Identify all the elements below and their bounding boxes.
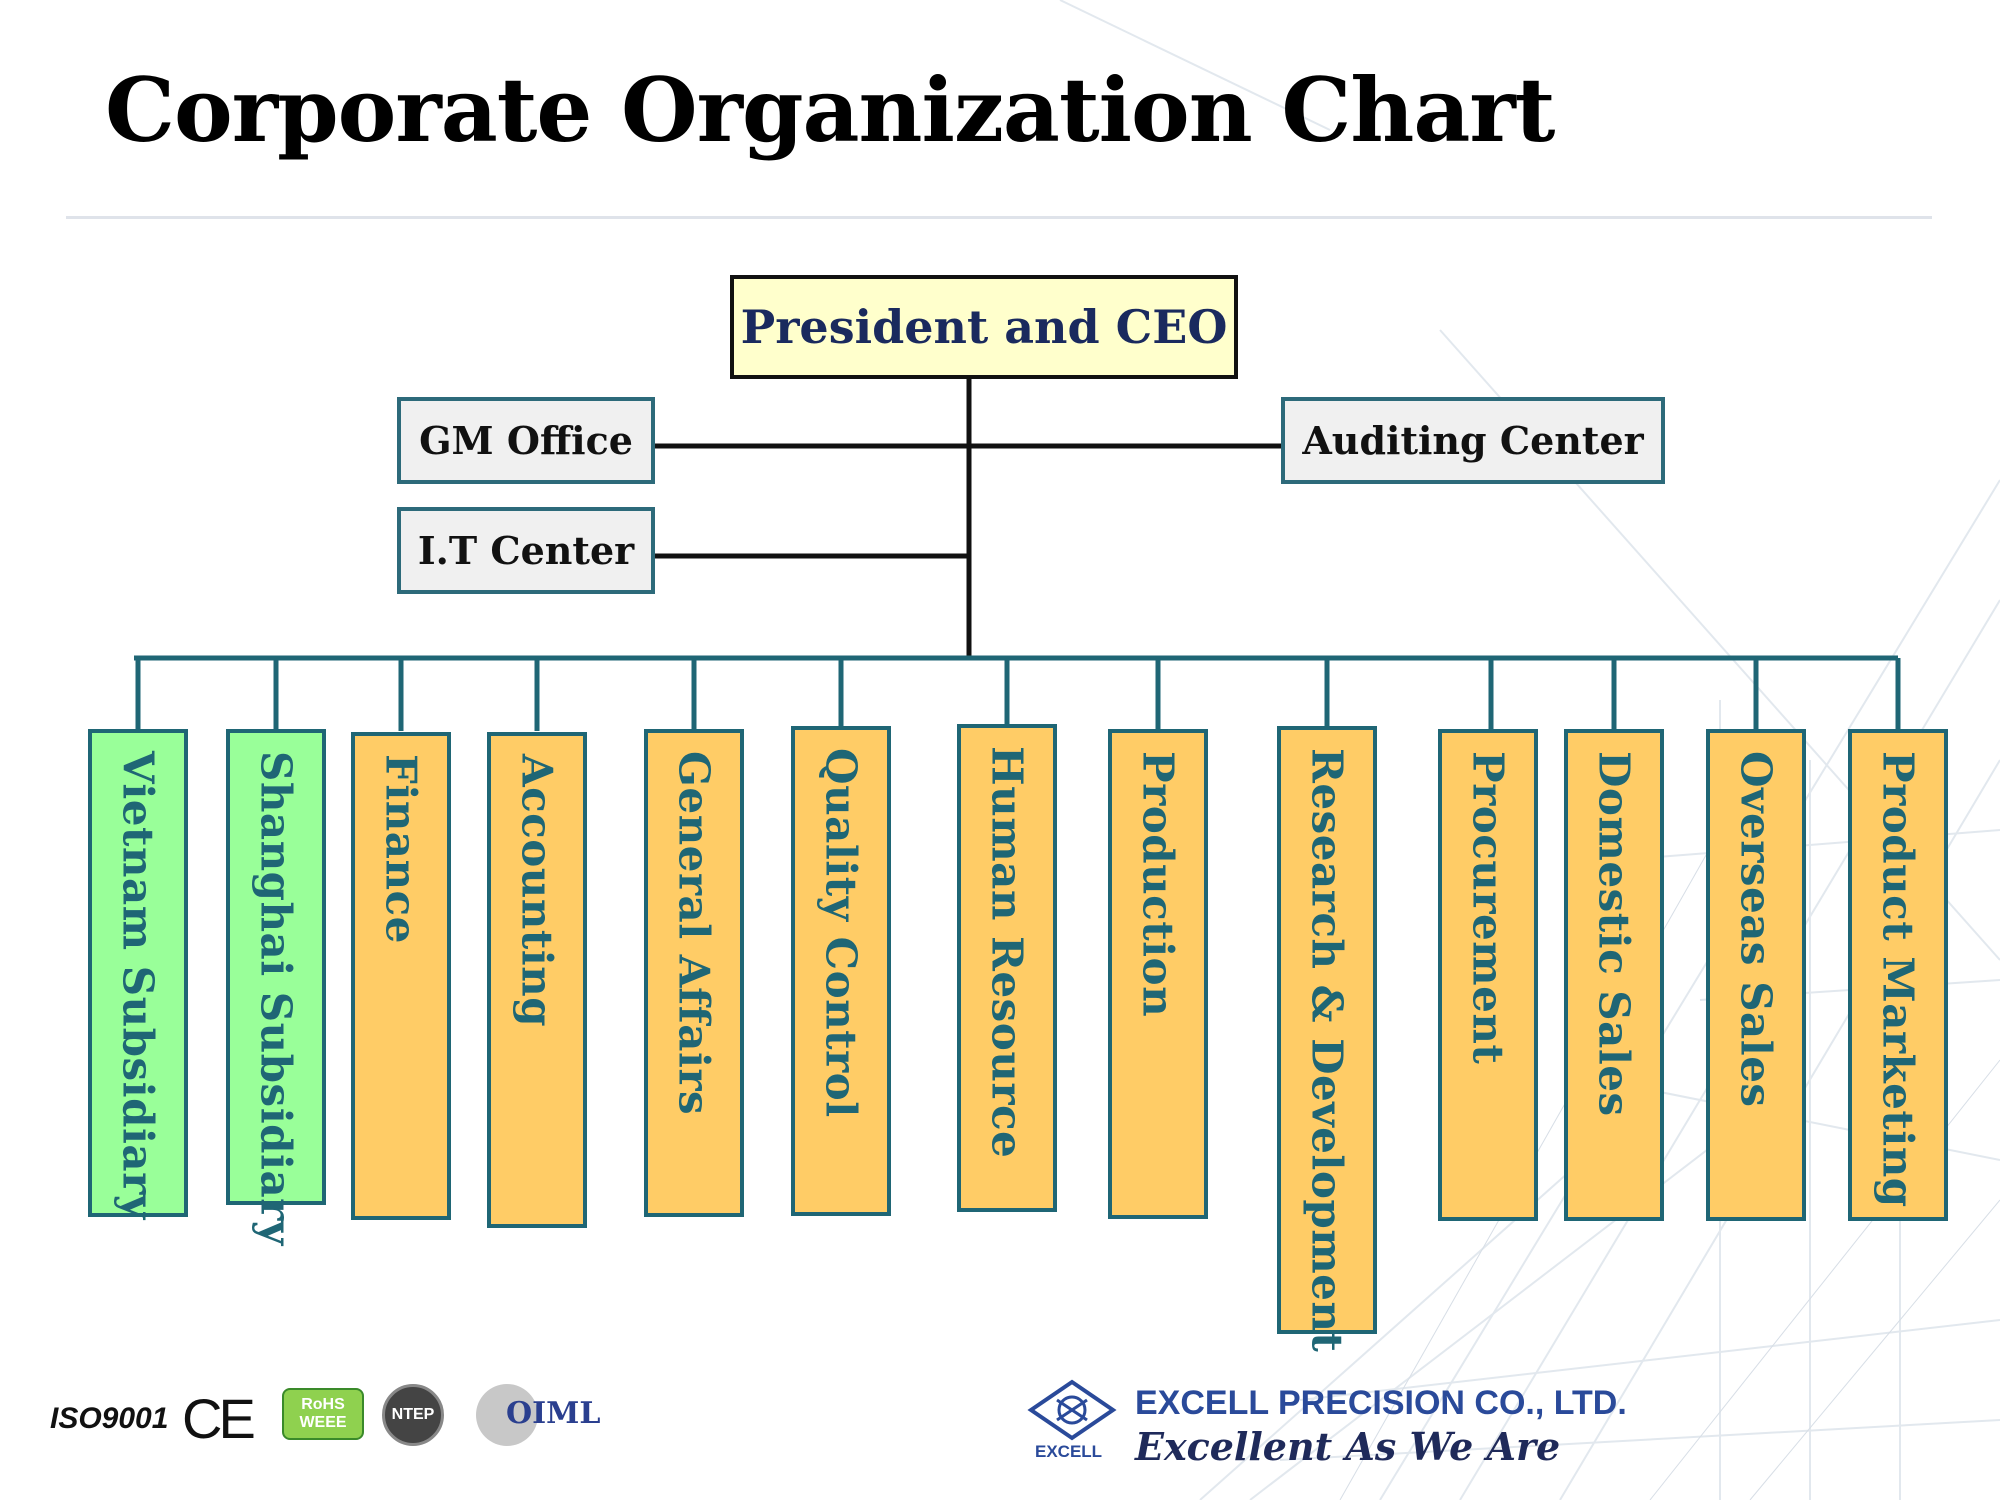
dept-label: Domestic Sales [1589, 751, 1639, 1117]
auditing-center-box: Auditing Center [1281, 397, 1665, 484]
dept-label: Quality Control [816, 748, 866, 1118]
dept-accounting: Accounting [487, 732, 587, 1228]
it-center-box: I.T Center [397, 507, 655, 594]
dept-label: Overseas Sales [1731, 751, 1781, 1108]
ntep-logo: NTEP [382, 1384, 444, 1446]
oiml-logo: OIML [506, 1396, 601, 1431]
dept-research-development: Research & Development [1277, 726, 1377, 1352]
page-title: Corporate Organization Chart [105, 58, 1555, 162]
dept-production: Production [1108, 729, 1208, 1219]
iso9001-logo: ISO9001 [50, 1402, 169, 1435]
dept-human-resource: Human Resource [957, 724, 1057, 1212]
dept-label: Procurement [1463, 751, 1513, 1065]
certification-logos: ISO9001 CE RoHS WEEE NTEP OIML [46, 1380, 600, 1460]
dept-shanghai-subsidiary: Shanghai Subsidiary [226, 729, 326, 1246]
dept-label: Production [1133, 751, 1183, 1018]
ce-logo: CE [182, 1387, 256, 1450]
dept-label: Product Marketing [1873, 751, 1923, 1208]
company-brand: EXCELL EXCELL PRECISION CO., LTD. Excell… [1025, 1372, 1627, 1472]
dept-label: Shanghai Subsidiary [251, 751, 301, 1246]
dept-domestic-sales: Domestic Sales [1564, 729, 1664, 1221]
dept-label: Human Resource [982, 746, 1032, 1159]
rohs-weee-logo: RoHS WEEE [282, 1388, 364, 1440]
oiml-globe-icon [476, 1384, 538, 1446]
excell-logo-icon [1027, 1379, 1117, 1441]
company-name: EXCELL PRECISION CO., LTD. [1135, 1384, 1627, 1422]
dept-procurement: Procurement [1438, 729, 1538, 1221]
dept-quality-control: Quality Control [791, 726, 891, 1216]
dept-label: General Affairs [669, 751, 719, 1116]
dept-label: Research & Development [1302, 748, 1352, 1353]
dept-label: Accounting [512, 754, 562, 1028]
dept-general-affairs: General Affairs [644, 729, 744, 1217]
ceo-box: President and CEO [730, 275, 1238, 379]
dept-overseas-sales: Overseas Sales [1706, 729, 1806, 1221]
brand-small-text: EXCELL [1035, 1442, 1103, 1461]
company-slogan: Excellent As We Are [1135, 1424, 1561, 1469]
title-divider [66, 216, 1932, 219]
dept-finance: Finance [351, 732, 451, 1220]
dept-vietnam-subsidiary: Vietnam Subsidiary [88, 729, 188, 1220]
gm-office-box: GM Office [397, 397, 655, 484]
dept-label: Finance [376, 754, 426, 944]
dept-label: Vietnam Subsidiary [113, 751, 163, 1220]
dept-product-marketing: Product Marketing [1848, 729, 1948, 1221]
